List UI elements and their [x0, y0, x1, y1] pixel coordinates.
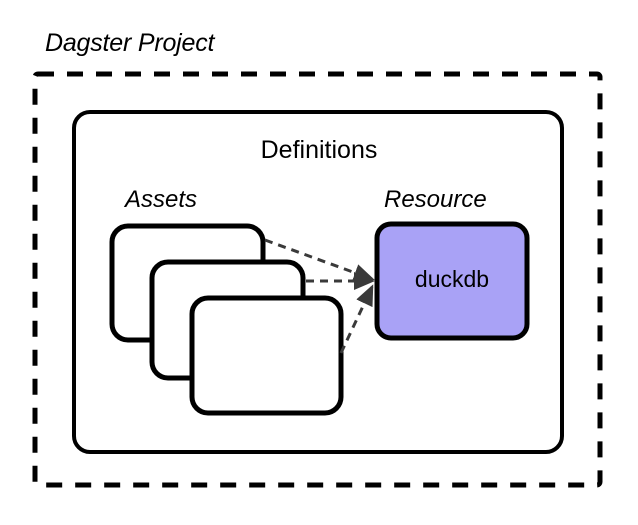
- assets-group-label: Assets: [125, 186, 198, 213]
- outer-project-border: [32, 71, 603, 488]
- connector-asset-front-to-duckdb: [339, 284, 374, 354]
- definitions-title: Definitions: [260, 136, 378, 164]
- asset-card-front: [189, 295, 344, 416]
- duckdb-resource-box: [374, 221, 530, 341]
- connector-asset-back-to-duckdb: [264, 238, 375, 282]
- resource-group-label: Resource: [384, 186, 487, 213]
- duckdb-label: duckdb: [414, 266, 490, 292]
- project-title: Dagster Project: [45, 29, 215, 57]
